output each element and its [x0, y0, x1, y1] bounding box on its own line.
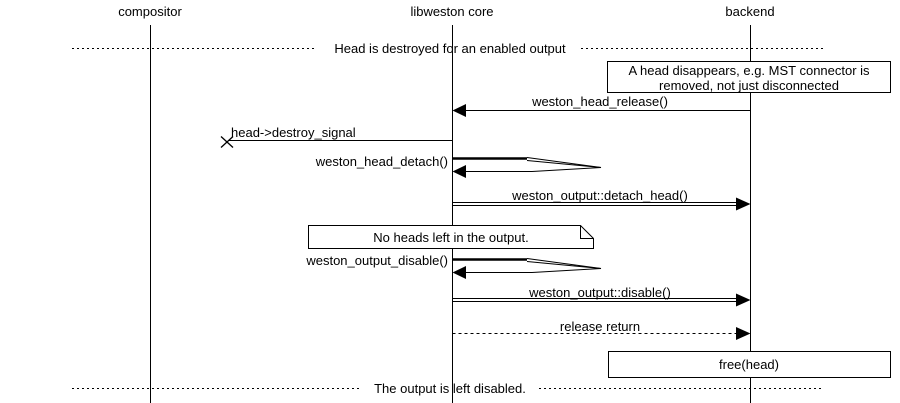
divider-top-text: Head is destroyed for an enabled output: [334, 41, 566, 56]
divider-bottom-text: The output is left disabled.: [374, 381, 526, 396]
arrow-detach-head: [452, 197, 751, 211]
arrow-output-disable: [452, 293, 751, 307]
label-output-disable: weston_output_disable(): [306, 253, 448, 268]
comment-box-head-disappears: [607, 61, 891, 93]
label-head-release: weston_head_release(): [532, 94, 668, 109]
arrow-head-release-arrowhead: [452, 104, 466, 117]
self-call-output-disable: [452, 258, 602, 279]
comment-line-1: A head disappears, e.g. MST connector is: [628, 63, 870, 78]
note-no-heads: [308, 225, 594, 249]
label-disable: weston_output::disable(): [529, 285, 671, 300]
comment-line-2: removed, not just disconnected: [659, 78, 839, 93]
lost-message-x-icon: [220, 136, 234, 148]
label-detach-head: weston_output::detach_head(): [512, 188, 688, 203]
participant-backend: backend: [725, 4, 775, 19]
action-free-head-text: free(head): [719, 357, 779, 372]
label-destroy-signal: head->destroy_signal: [231, 125, 356, 140]
arrow-release-return: [452, 327, 751, 340]
participant-libweston-core: libweston core: [410, 4, 494, 19]
action-box-free-head: [608, 351, 891, 378]
comment-head-disappears: A head disappears, e.g. MST connector is…: [609, 63, 889, 93]
label-release-return: release return: [559, 319, 641, 334]
label-head-detach: weston_head_detach(): [315, 154, 448, 169]
self-call-head-detach: [452, 157, 602, 178]
participant-compositor: compositor: [118, 4, 182, 19]
note-no-heads-text: No heads left in the output.: [373, 230, 529, 245]
